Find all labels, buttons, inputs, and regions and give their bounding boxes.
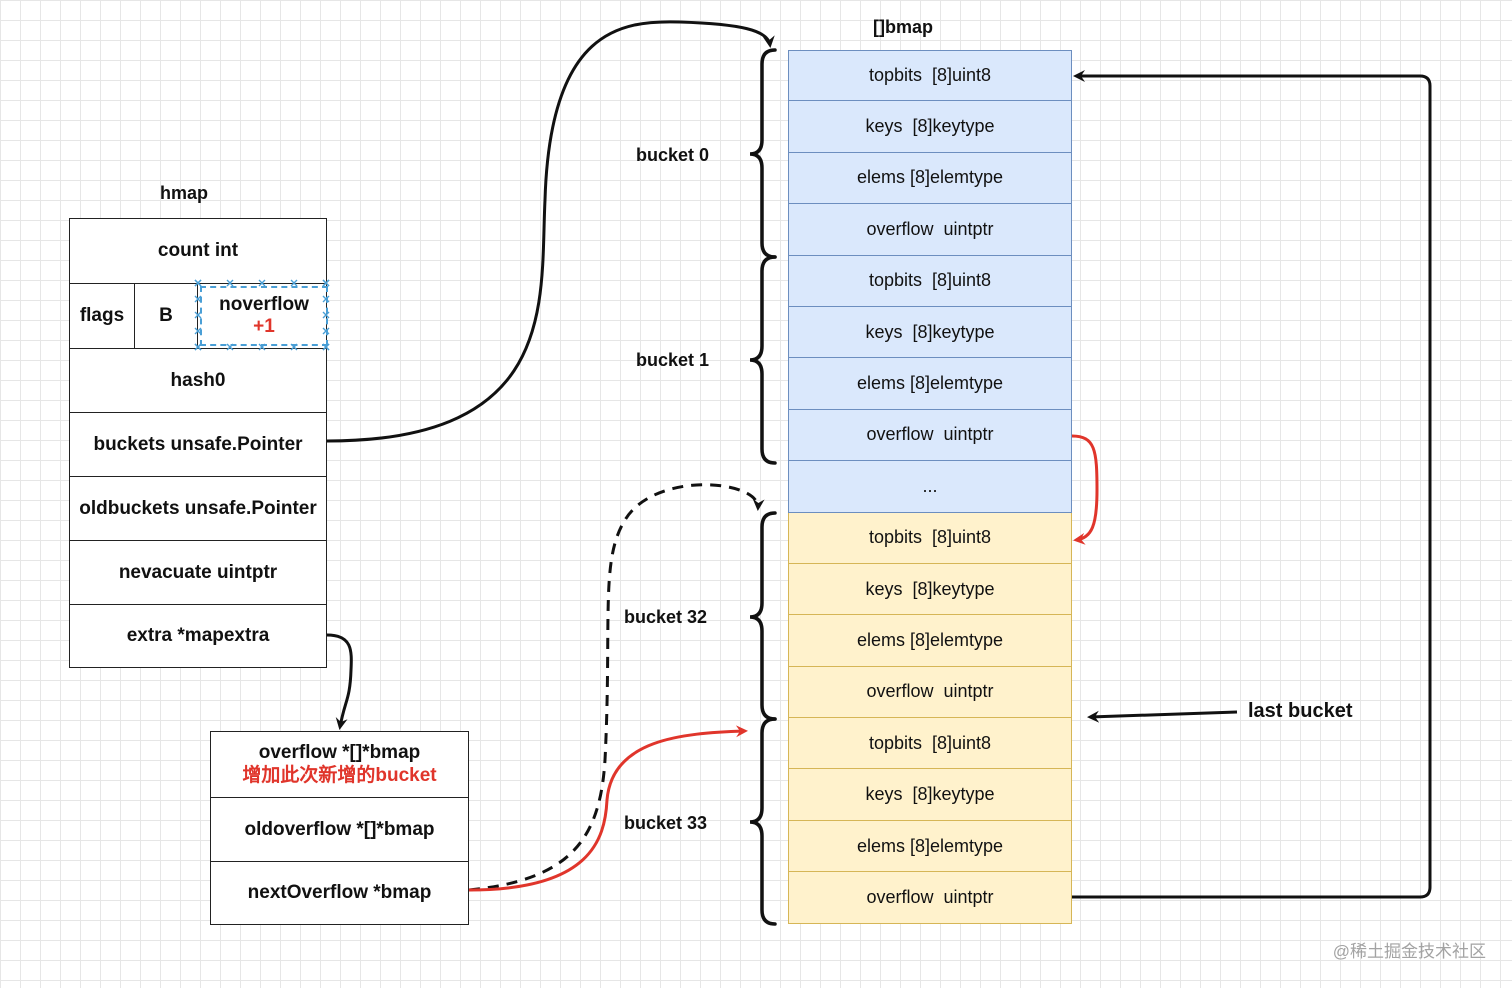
bmap-row: overflow uintptr [788,204,1072,256]
overflow-note: 增加此次新增的bucket [242,764,437,786]
oldoverflow-label: oldoverflow *[]*bmap [244,818,435,840]
bucket-0-label: bucket 0 [636,145,710,165]
bmap-row: overflow uintptr [788,872,1072,924]
x-marker [322,343,330,351]
overflow-field: overflow *[]*bmap 增加此次新增的bucket [211,732,468,797]
x-marker [194,343,202,351]
nevacuate-field: nevacuate uintptr [70,540,326,604]
x-marker [194,279,202,287]
b-label: B [159,305,173,326]
x-marker [226,343,234,351]
brace-bucket-0 [749,48,777,259]
watermark: @稀土掘金技术社区 [1332,942,1486,961]
bmap-row-label: topbits [8]uint8 [868,732,992,753]
x-marker [258,343,266,351]
brace-bucket-32 [749,511,777,721]
oldbuckets-label: oldbuckets unsafe.Pointer [79,497,317,519]
extra-label: extra *mapextra [126,625,270,646]
brace-bucket-33 [749,717,777,926]
bmap-row: keys [8]keytype [788,769,1072,821]
x-marker [226,279,234,287]
extra-pointer-arrow [326,633,353,730]
flags-label: flags [79,305,125,326]
bmap-array: topbits [8]uint8 keys [8]keytype elems [8]… [788,50,1072,924]
bmap-row: elems [8]elemtype [788,152,1072,205]
bmap-row-label: overflow uintptr [866,886,994,907]
bmap-ellipsis-row: ... [788,461,1072,513]
last-bucket-arrow [1087,710,1238,723]
bmap-row-label: keys [8]keytype [865,116,995,137]
bucket-1-label: bucket 1 [636,350,710,370]
x-marker [322,327,330,335]
bmap-row-label: elems [8]elemtype [856,167,1004,188]
buckets-pointer-arrow [326,20,775,443]
x-marker [258,279,266,287]
bmap-row-label: topbits [8]uint8 [868,65,992,86]
hmap-count-field: count int [70,219,326,283]
extra-field: extra *mapextra [70,604,326,667]
bmap-row-label: keys [8]keytype [865,321,995,342]
overflow-label: overflow *[]*bmap [258,741,421,763]
brace-bucket-1 [749,255,777,465]
bmap-row-label: topbits [8]uint8 [868,527,992,548]
bmap-row: elems [8]elemtype [788,358,1072,410]
bmap-row: keys [8]keytype [788,563,1072,616]
bucket-braces [749,48,777,926]
bmap-row: keys [8]keytype [788,101,1072,153]
nextoverflow-dashed-arrow [468,483,765,892]
bmap-row-label: ... [922,475,938,496]
x-marker [194,327,202,335]
mapextra-struct: overflow *[]*bmap 增加此次新增的bucket oldoverf… [210,731,469,925]
oldoverflow-field: oldoverflow *[]*bmap [211,797,468,861]
nextoverflow-red-arrow [468,725,748,892]
nextoverflow-label: nextOverflow *bmap [247,882,432,903]
x-marker [194,311,202,319]
noverflow-label: noverflow [219,294,309,316]
bmap-row: elems [8]elemtype [788,615,1072,667]
bmap-row: elems [8]elemtype [788,820,1072,873]
bucket-32-label: bucket 32 [624,607,708,627]
bmap-row-label: elems [8]elemtype [856,835,1004,856]
overflow-link-red-arrow [1071,434,1099,545]
buckets-label: buckets unsafe.Pointer [93,433,303,455]
noverflow-increment: +1 [253,316,275,337]
x-marker [322,295,330,303]
nextoverflow-field: nextOverflow *bmap [211,861,468,924]
bmap-row: topbits [8]uint8 [788,255,1072,307]
hmap-title: hmap [160,183,209,203]
bmap-row-label: keys [8]keytype [865,784,995,805]
bmap-row-label: overflow uintptr [866,681,994,702]
x-marker [322,311,330,319]
x-marker [290,279,298,287]
bmap-row-label: overflow uintptr [866,424,994,445]
buckets-field: buckets unsafe.Pointer [70,412,326,476]
last-bucket-label: last bucket [1248,700,1353,722]
bmap-row: keys [8]keytype [788,306,1072,359]
bmap-row-label: elems [8]elemtype [856,373,1004,394]
noverflow-selection-markers [194,279,330,351]
x-marker [194,295,202,303]
bmap-title: []bmap [873,17,933,37]
bmap-row-label: keys [8]keytype [865,578,995,599]
count-label: count int [157,240,239,261]
last-overflow-loop-arrow [1072,70,1432,899]
flags-field: flags [70,284,135,348]
bmap-row: overflow uintptr [788,666,1072,719]
x-marker [290,343,298,351]
hash0-field: hash0 [70,348,326,412]
bmap-row: topbits [8]uint8 [788,718,1072,770]
bmap-row-label: elems [8]elemtype [856,629,1004,650]
bmap-row-label: topbits [8]uint8 [868,270,992,291]
x-marker [322,279,330,287]
bucket-33-label: bucket 33 [624,813,708,833]
bmap-row-label: overflow uintptr [866,218,994,239]
oldbuckets-field: oldbuckets unsafe.Pointer [70,476,326,540]
bmap-row: overflow uintptr [788,409,1072,462]
bmap-row: topbits [8]uint8 [788,50,1072,102]
nevacuate-label: nevacuate uintptr [118,561,278,583]
hash0-label: hash0 [170,369,226,391]
bmap-row: topbits [8]uint8 [788,512,1072,564]
